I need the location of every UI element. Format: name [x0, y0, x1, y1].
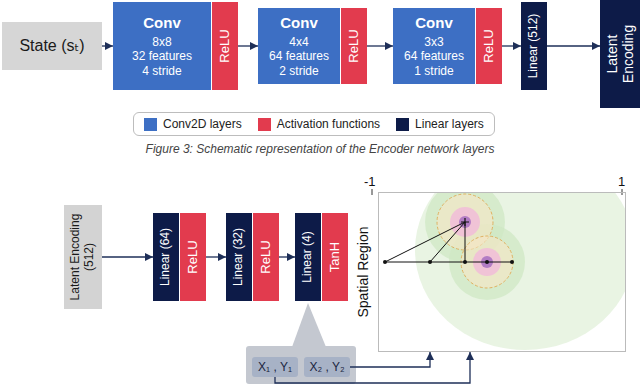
output-bracket	[246, 346, 356, 384]
conv-layer-box: Conv 4x464 features2 stride	[258, 8, 340, 84]
layer-label: ReLU	[482, 12, 497, 80]
linear-bar: Linear (512)	[521, 2, 547, 90]
legend-swatch	[396, 118, 409, 131]
latent-input-box: Latent Encoding (512)	[64, 205, 102, 309]
layer-label: Linear (512)	[527, 6, 541, 86]
spatial-plot	[378, 192, 626, 352]
layer-label: Linear (64)	[159, 217, 173, 297]
layer-label: 1 stride	[414, 64, 453, 78]
flow-arrow	[547, 45, 600, 46]
layer-label: 2 stride	[279, 64, 318, 78]
layer-label: Latent Encoding	[604, 4, 636, 104]
flow-arrow	[238, 45, 258, 46]
layer-label: 8x8	[152, 35, 171, 49]
legend-swatch	[144, 118, 157, 131]
layer-label: Linear (4)	[301, 217, 315, 297]
flow-arrow	[206, 256, 226, 257]
legend-box: Conv2D layers Activation functions Linear …	[133, 112, 495, 136]
flow-arrow	[279, 256, 295, 257]
axis-label: -1	[364, 174, 376, 189]
legend-label: Conv2D layers	[163, 117, 242, 131]
axis-tick	[372, 189, 373, 195]
legend-swatch	[258, 118, 271, 131]
input-state-box: State (sₜ)	[2, 22, 102, 70]
layer-label: ReLU	[259, 217, 274, 297]
layer-label: 4 stride	[142, 64, 181, 78]
layer-label: Linear (32)	[232, 217, 246, 297]
flow-arrow	[275, 352, 470, 383]
legend-entry: Activation functions	[258, 117, 380, 131]
flow-arrow	[367, 45, 393, 46]
layer-title: Conv	[143, 14, 181, 32]
spatial-region-plot: Spatial Region	[378, 192, 626, 352]
layer-label: State (sₜ)	[19, 36, 84, 55]
layer-label: X₁ , Y₁	[258, 360, 292, 374]
conv-layer-box: Conv 8x832 features4 stride	[113, 2, 211, 90]
flow-arrow	[102, 45, 113, 46]
output-coordinate-box: X₁ , Y₁	[252, 357, 298, 377]
activation-bar: ReLU	[476, 8, 502, 84]
layer-label: 64 features	[404, 49, 464, 63]
layer-label: Spatial Region	[355, 196, 371, 348]
layer-label: ReLU	[186, 217, 201, 297]
activation-bar: ReLU	[341, 8, 367, 84]
activation-bar: TanH	[322, 213, 348, 301]
layer-label: 64 features	[269, 49, 329, 63]
latent-encoding-bar: Latent Encoding	[600, 0, 640, 108]
linear-bar: Linear (4)	[295, 213, 321, 301]
activation-bar: ReLU	[180, 213, 206, 301]
layer-label: X₂ , Y₂	[309, 360, 344, 374]
conv-layer-box: Conv 3x364 features1 stride	[393, 8, 475, 84]
legend-label: Linear layers	[415, 117, 484, 131]
layer-label: ReLU	[347, 12, 362, 80]
legend-entry: Conv2D layers	[144, 117, 242, 131]
layer-label: ReLU	[218, 6, 233, 86]
axis-label: 1	[618, 174, 625, 189]
flow-arrow	[350, 352, 430, 367]
layer-label: 4x4	[289, 35, 308, 49]
layer-label: Latent Encoding (512)	[69, 209, 97, 305]
figure-caption: Figure 3: Schematic representation of th…	[0, 142, 640, 156]
layer-title: Conv	[280, 14, 318, 32]
flow-arrow	[102, 256, 153, 257]
legend-label: Activation functions	[277, 117, 380, 131]
output-coordinate-box: X₂ , Y₂	[304, 357, 350, 377]
linear-bar: Linear (64)	[153, 213, 179, 301]
flow-arrow	[502, 45, 521, 46]
legend-entry: Linear layers	[396, 117, 484, 131]
layer-label: TanH	[328, 217, 343, 297]
activation-bar: ReLU	[212, 2, 238, 90]
layer-label: 3x3	[424, 35, 443, 49]
linear-bar: Linear (32)	[226, 213, 252, 301]
layer-label: 32 features	[132, 49, 192, 63]
activation-bar: ReLU	[253, 213, 279, 301]
callout-wedge	[292, 303, 326, 347]
layer-title: Conv	[415, 14, 453, 32]
